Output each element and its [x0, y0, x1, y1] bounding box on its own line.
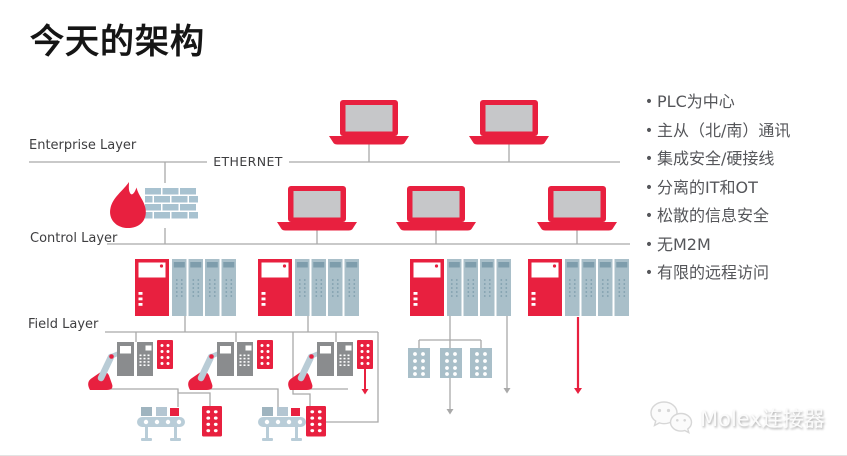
bullet-text: 无M2M [657, 234, 711, 254]
list-item: •主从（北/南）通讯 [641, 117, 847, 146]
gray-down-arrowheads [446, 388, 511, 415]
bullet-text: 松散的信息安全 [657, 206, 770, 225]
robot-arm-icon [288, 340, 373, 390]
plc-rack-icon [258, 259, 359, 316]
list-item: •分离的IT和OT [641, 174, 847, 203]
io-block-icon [306, 406, 326, 437]
conveyor-icon [137, 407, 185, 441]
flame-icon [110, 182, 146, 228]
plc-rack-icon [135, 259, 236, 316]
laptop-icon [469, 100, 549, 145]
laptop-icon [277, 186, 357, 231]
list-item: •集成安全/硬接线 [641, 145, 847, 174]
laptop-icon [329, 100, 409, 145]
bullet-dot: • [644, 151, 654, 167]
list-item: •松散的信息安全 [641, 202, 847, 231]
brick-wall-icon [145, 188, 198, 219]
red-down-arrows [361, 317, 582, 395]
bullet-dot: • [644, 179, 654, 196]
bullet-text: PLC为中心 [657, 92, 735, 111]
list-item: •无M2M [641, 231, 847, 260]
conveyor-icon [258, 407, 306, 441]
layer-label-control: Control Layer [30, 231, 118, 246]
io-block-icon [470, 348, 492, 378]
io-block-icon [202, 406, 222, 437]
watermark-text: Molex连接器 [700, 407, 825, 431]
bullet-text: 有限的远程访问 [657, 263, 770, 282]
bullet-dot: • [644, 94, 654, 110]
layer-label-enterprise: Enterprise Layer [29, 138, 137, 153]
connector-lines [29, 143, 630, 423]
down-arrow-icon [574, 388, 582, 394]
bullet-text: 集成安全/硬接线 [657, 149, 775, 168]
plc-rack-icon [410, 259, 511, 316]
down-arrow-icon [446, 409, 454, 415]
list-item: •PLC为中心 [641, 88, 847, 117]
bullet-list: •PLC为中心 •主从（北/南）通讯 •集成安全/硬接线 •分离的IT和OT •… [641, 88, 847, 288]
io-block-icon [408, 348, 430, 378]
bullet-text: 主从（北/南）通讯 [657, 120, 791, 140]
firewall-icon [110, 182, 198, 228]
bullet-dot: • [644, 208, 654, 224]
io-block-icon [440, 348, 462, 378]
ethernet-label: ETHERNET [207, 154, 289, 169]
robot-arm-icon [188, 340, 273, 390]
down-arrow-icon [503, 388, 511, 394]
bullet-text: 分离的IT和OT [657, 177, 758, 197]
plc-rack-icon [528, 259, 629, 316]
page-title: 今天的架构 [30, 22, 205, 62]
robot-arm-icon [88, 340, 173, 390]
bullet-dot: • [644, 122, 654, 139]
list-item: •有限的远程访问 [641, 259, 847, 288]
watermark: Molex连接器 [649, 399, 825, 437]
wechat-icon [650, 401, 693, 434]
laptop-icon [396, 186, 476, 231]
down-arrow-icon [361, 389, 369, 395]
laptop-icon [537, 186, 617, 231]
bullet-dot: • [644, 265, 654, 281]
bullet-dot: • [644, 236, 654, 253]
layer-label-field: Field Layer [28, 317, 99, 332]
